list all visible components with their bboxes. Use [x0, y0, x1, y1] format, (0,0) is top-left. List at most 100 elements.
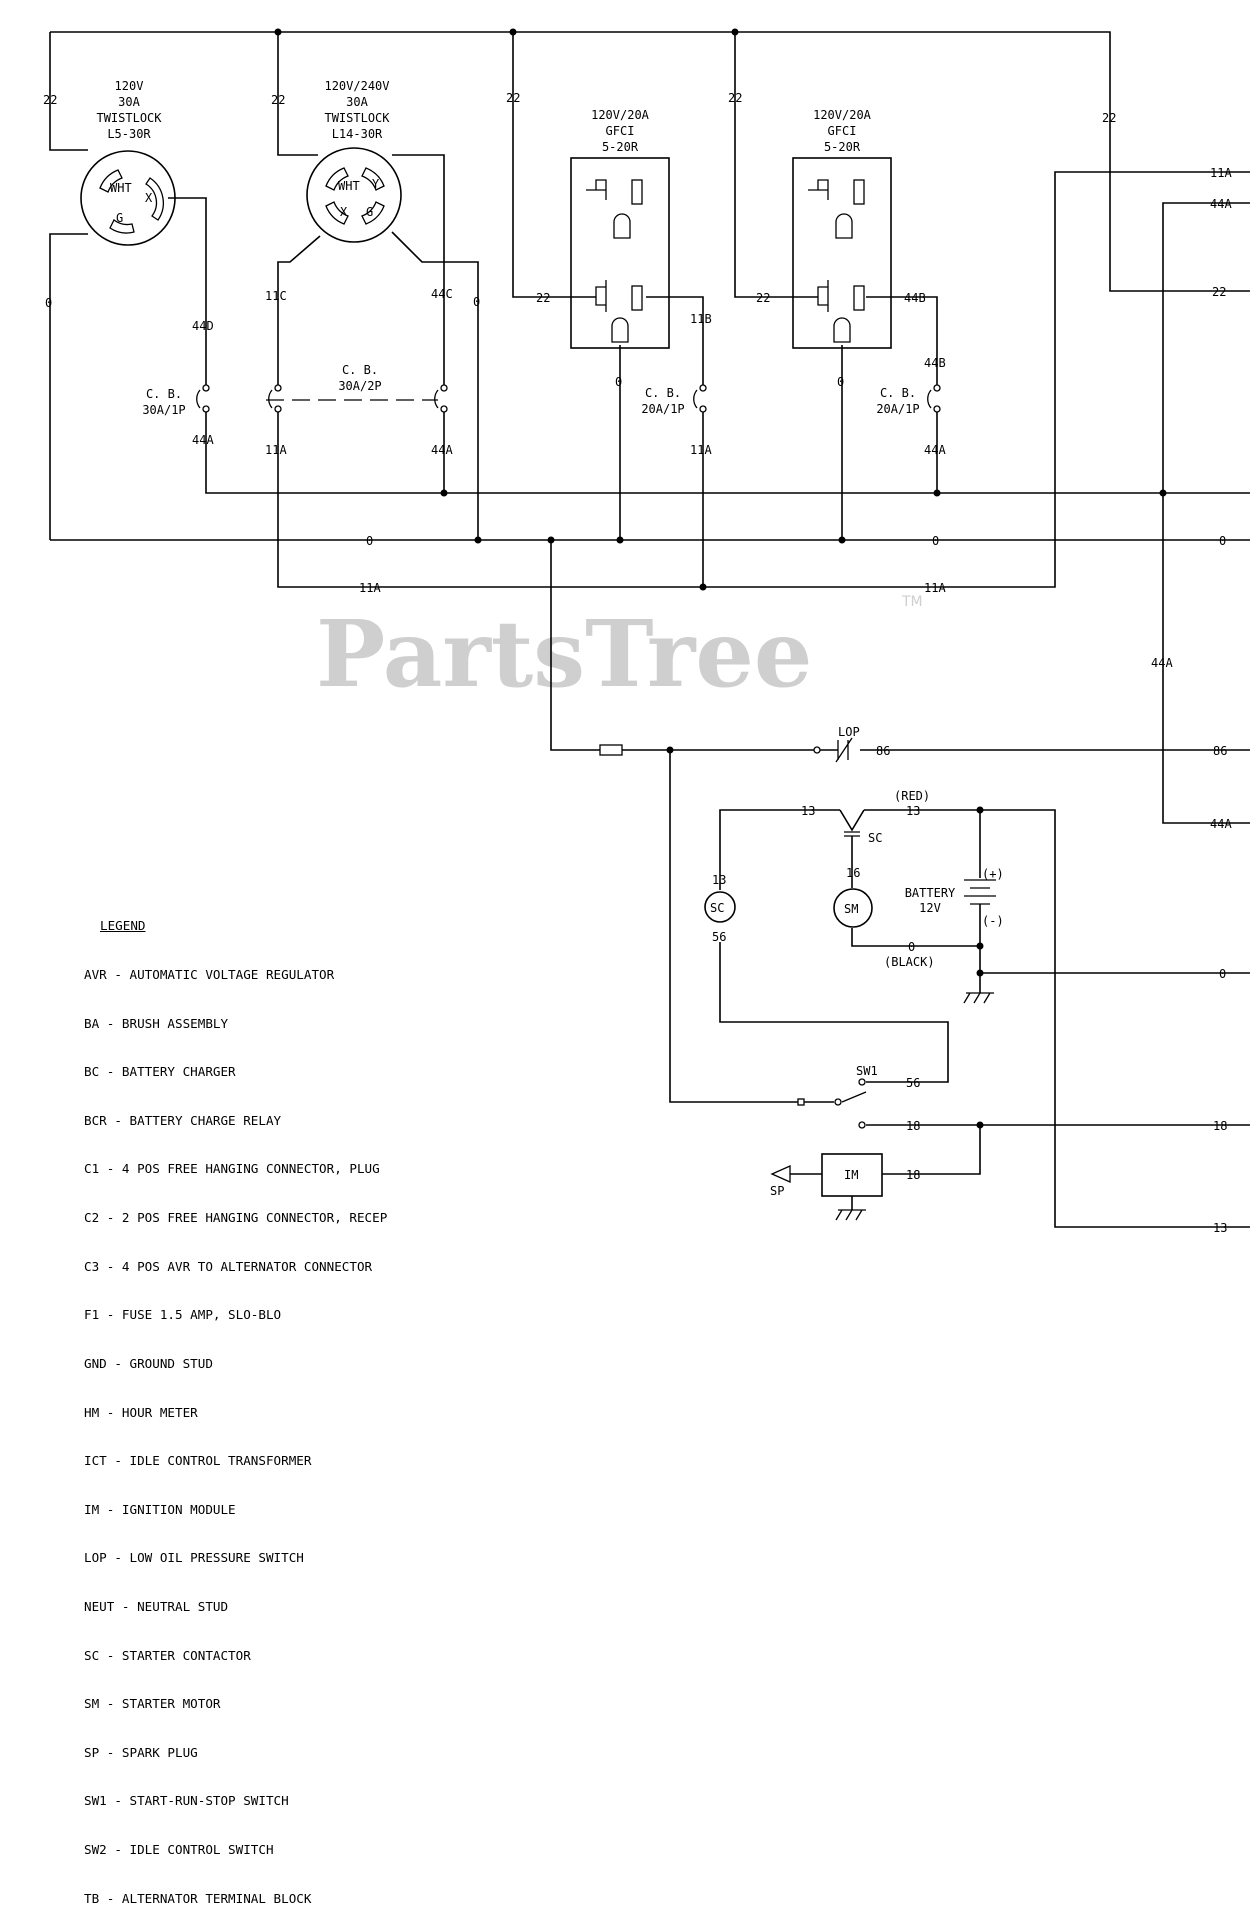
- svg-text:11A: 11A: [690, 443, 712, 457]
- svg-text:30A/2P: 30A/2P: [338, 379, 381, 393]
- legend-item: LOP - LOW OIL PRESSURE SWITCH: [84, 1550, 304, 1566]
- breaker-cb3: [693, 384, 707, 413]
- label-sp: SP: [770, 1184, 784, 1198]
- svg-text:30A/1P: 30A/1P: [142, 403, 185, 417]
- pin-g: G: [116, 211, 123, 225]
- svg-text:22: 22: [1102, 111, 1116, 125]
- label-l5: 120V 30A TWISTLOCK L5-30R: [96, 79, 162, 141]
- svg-text:0: 0: [1219, 967, 1226, 981]
- svg-text:44A: 44A: [431, 443, 453, 457]
- svg-text:0: 0: [908, 940, 915, 954]
- svg-text:11A: 11A: [924, 581, 946, 595]
- svg-text:44B: 44B: [904, 291, 926, 305]
- label-red: (RED): [894, 789, 930, 803]
- svg-text:44A: 44A: [1210, 197, 1232, 211]
- legend-item: SW2 - IDLE CONTROL SWITCH: [84, 1841, 274, 1857]
- legend-item: C2 - 2 POS FREE HANGING CONNECTOR, RECEP: [84, 1210, 388, 1226]
- svg-text:44B: 44B: [924, 356, 946, 370]
- label-sm: SM: [844, 902, 858, 916]
- svg-text:44A: 44A: [1151, 656, 1173, 670]
- legend-item: F1 - FUSE 1.5 AMP, SLO-BLO: [84, 1307, 282, 1323]
- legend-item: GND - GROUND STUD: [84, 1355, 213, 1371]
- svg-text:86: 86: [876, 744, 890, 758]
- svg-text:120V/240V: 120V/240V: [324, 79, 389, 93]
- svg-text:11A: 11A: [1210, 166, 1232, 180]
- wire-gfci-1: [512, 32, 704, 587]
- svg-text:11A: 11A: [265, 443, 287, 457]
- svg-text:C. B.: C. B.: [342, 363, 378, 377]
- svg-text:L14-30R: L14-30R: [332, 127, 383, 141]
- legend-item: NEUT - NEUTRAL STUD: [84, 1598, 229, 1614]
- starter-circuit: [719, 806, 1250, 1228]
- svg-text:0: 0: [473, 295, 480, 309]
- pin-x: X: [340, 205, 348, 219]
- label-gfci-1: 120V/20A GFCI 5-20R: [591, 108, 650, 154]
- svg-text:120V/20A: 120V/20A: [591, 108, 650, 122]
- receptacle-gfci-2: [792, 157, 892, 349]
- svg-text:44C: 44C: [431, 287, 453, 301]
- legend-item: C3 - 4 POS AVR TO ALTERNATOR CONNECTOR: [84, 1258, 373, 1274]
- breaker-cb4: [927, 384, 941, 413]
- legend: LEGEND AVR - AUTOMATIC VOLTAGE REGULATOR…: [84, 886, 387, 1923]
- svg-text:13: 13: [906, 804, 920, 818]
- component-labels: LOP (RED) SC SC SM BATTERY 12V (+) (-) (…: [710, 725, 1004, 1198]
- starter-contactor-symbol: [704, 891, 736, 923]
- svg-text:44A: 44A: [192, 433, 214, 447]
- legend-item: BA - BRUSH ASSEMBLY: [84, 1015, 229, 1031]
- svg-text:C. B.: C. B.: [880, 386, 916, 400]
- svg-text:5-20R: 5-20R: [602, 140, 639, 154]
- legend-item: IM - IGNITION MODULE: [84, 1501, 236, 1517]
- legend-item: SC - STARTER CONTACTOR: [84, 1647, 251, 1663]
- pin-y: Y: [372, 177, 380, 191]
- legend-item: SM - STARTER MOTOR: [84, 1696, 221, 1712]
- label-black: (BLACK): [884, 955, 935, 969]
- svg-text:0: 0: [837, 375, 844, 389]
- label-cb4: C. B. 20A/1P: [876, 386, 919, 416]
- svg-text:22: 22: [756, 291, 770, 305]
- svg-text:20A/1P: 20A/1P: [876, 402, 919, 416]
- svg-text:GFCI: GFCI: [606, 124, 635, 138]
- label-im: IM: [844, 1168, 858, 1182]
- svg-text:30A: 30A: [346, 95, 368, 109]
- pin-g: G: [366, 205, 373, 219]
- svg-text:11C: 11C: [265, 289, 287, 303]
- svg-text:C. B.: C. B.: [146, 387, 182, 401]
- svg-text:18: 18: [906, 1168, 920, 1182]
- wire-44a-right: [1162, 202, 1250, 824]
- wire-86: [550, 540, 1250, 763]
- svg-text:L5-30R: L5-30R: [107, 127, 151, 141]
- svg-text:C. B.: C. B.: [645, 386, 681, 400]
- label-minus: (-): [982, 914, 1004, 928]
- svg-text:0: 0: [1219, 534, 1226, 548]
- legend-item: BCR - BATTERY CHARGE RELAY: [84, 1112, 282, 1128]
- svg-text:0: 0: [366, 534, 373, 548]
- wire-gfci-2: [734, 32, 938, 540]
- legend-item: ICT - IDLE CONTROL TRANSFORMER: [84, 1453, 312, 1469]
- svg-text:22: 22: [1212, 285, 1226, 299]
- svg-text:56: 56: [712, 930, 726, 944]
- wire-bus-22-top: [50, 28, 1250, 292]
- svg-text:22: 22: [271, 93, 285, 107]
- wire-sw1: [669, 750, 1250, 1175]
- svg-text:30A: 30A: [118, 95, 140, 109]
- svg-text:16: 16: [846, 866, 860, 880]
- svg-text:56: 56: [906, 1076, 920, 1090]
- wire-l5: [49, 32, 1250, 540]
- pin-wht: WHT: [338, 179, 360, 193]
- svg-text:11B: 11B: [690, 312, 712, 326]
- label-sc-contactor: SC: [868, 831, 882, 845]
- label-sc-circle: SC: [710, 901, 724, 915]
- label-sw1: SW1: [856, 1064, 878, 1078]
- ignition-module-box: [821, 1153, 883, 1197]
- svg-text:TWISTLOCK: TWISTLOCK: [96, 111, 162, 125]
- receptacle-l14-30r: WHT Y X G: [306, 147, 402, 243]
- pin-x: X: [145, 191, 153, 205]
- svg-text:120V: 120V: [115, 79, 144, 93]
- svg-text:0: 0: [45, 296, 52, 310]
- svg-text:0: 0: [615, 375, 622, 389]
- wiring-diagram: PartsTree TM: [43, 28, 1250, 1235]
- svg-text:11A: 11A: [359, 581, 381, 595]
- svg-text:GFCI: GFCI: [828, 124, 857, 138]
- label-cb1: C. B. 30A/1P: [142, 387, 185, 417]
- svg-text:TWISTLOCK: TWISTLOCK: [324, 111, 390, 125]
